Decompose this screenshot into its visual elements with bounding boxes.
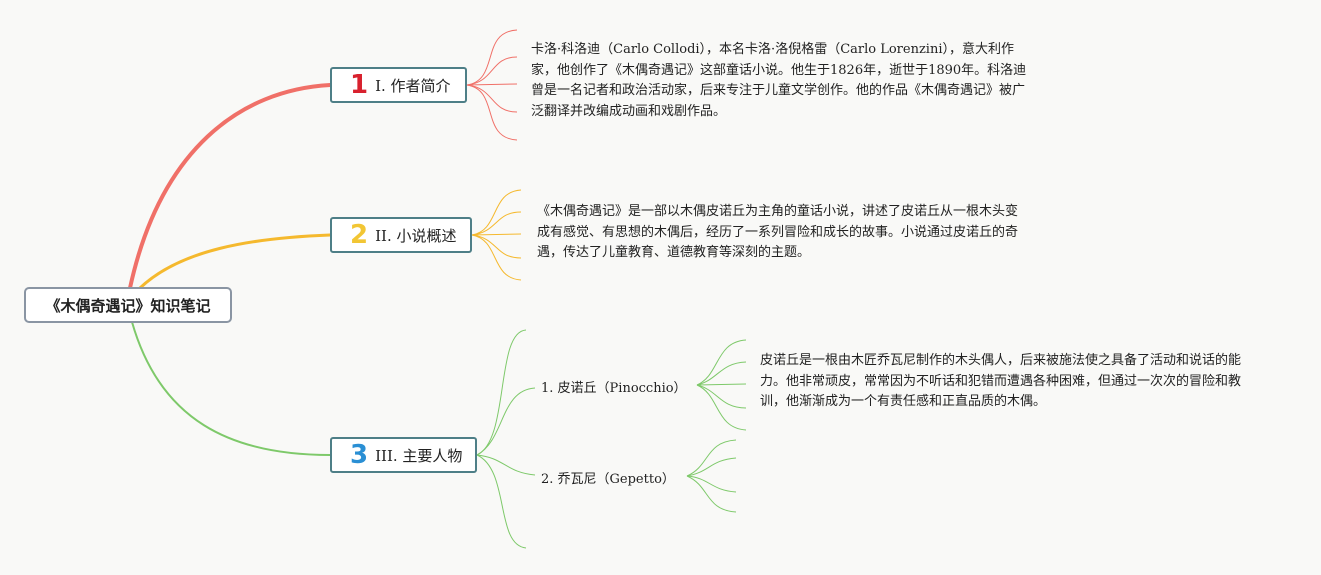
note-novel-overview[interactable]: 《木偶奇遇记》是一部以木偶皮诺丘为主角的童话小说，讲述了皮诺丘从一根木头变成有感…: [537, 204, 1019, 260]
child-gepetto[interactable]: 2. 乔瓦尼（Gepetto）: [541, 472, 675, 487]
number-badge-1: 1: [350, 70, 369, 100]
edge-root-branch-3: [131, 321, 331, 456]
edge-root-branch-2: [138, 233, 332, 290]
root-topic[interactable]: 《木偶奇遇记》知识笔记: [24, 287, 232, 323]
branch-novel-overview[interactable]: 2 II. 小说概述: [330, 217, 472, 253]
note-pinocchio[interactable]: 皮诺丘是一根由木匠乔瓦尼制作的木头偶人，后来被施法使之具备了活动和说话的能力。他…: [760, 353, 1242, 409]
fan-branch-2: [471, 189, 522, 281]
root-title: 《木偶奇遇记》知识笔记: [45, 296, 211, 315]
child-pinocchio[interactable]: 1. 皮诺丘（Pinocchio）: [541, 381, 687, 396]
number-badge-2: 2: [350, 220, 369, 250]
note-author-intro[interactable]: 卡洛·科洛迪（Carlo Collodi），本名卡洛·洛倪格雷（Carlo Lo…: [531, 42, 1027, 119]
edge-root-branch-1: [128, 83, 332, 290]
fan-child-2: [686, 439, 737, 513]
branch-label-2: II. 小说概述: [375, 226, 457, 245]
number-badge-3: 3: [350, 440, 369, 470]
fan-child-1: [696, 339, 747, 431]
branch-label-3: III. 主要人物: [375, 446, 463, 465]
fan-branch-3: [476, 329, 536, 549]
fan-branch-1: [466, 29, 518, 141]
branch-label-1: I. 作者简介: [375, 76, 451, 95]
branch-main-characters[interactable]: 3 III. 主要人物: [330, 437, 477, 473]
branch-author-intro[interactable]: 1 I. 作者简介: [330, 67, 467, 103]
